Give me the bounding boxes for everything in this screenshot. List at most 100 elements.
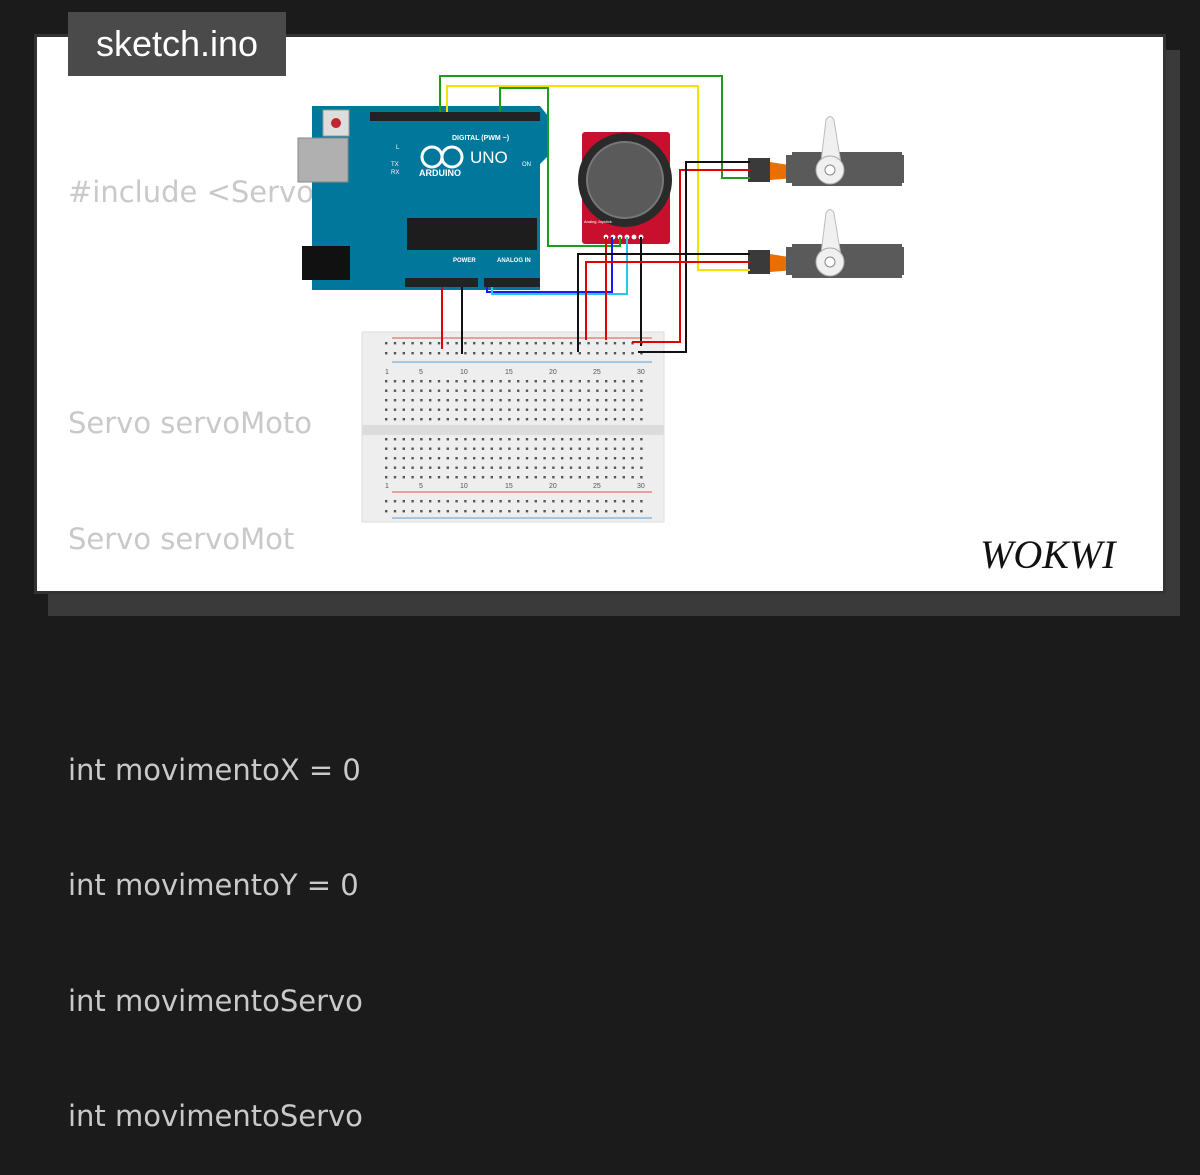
breadboard[interactable]: 1 5 10 15 20 25 30 1 5 10 15 20 25 30 [361,331,665,523]
breadboard-holes [385,342,643,513]
breadboard-hole [446,380,449,383]
breadboard-hole [385,408,388,411]
breadboard-hole [578,457,581,460]
breadboard-hole [525,389,529,392]
breadboard-hole [534,399,537,402]
servo-mount-tab [786,247,794,275]
bb-col-number: 30 [637,369,645,376]
breadboard-hole [490,389,493,392]
breadboard-hole [534,438,537,441]
breadboard-hole [569,399,573,402]
breadboard-hole [393,399,397,402]
breadboard-hole [473,466,476,469]
breadboard-hole [605,389,608,392]
breadboard-hole [490,447,493,450]
breadboard-hole [437,399,441,402]
breadboard-hole [499,438,502,441]
breadboard-hole [464,510,467,513]
breadboard-hole [446,457,449,460]
power-header [405,278,478,287]
breadboard-hole [490,418,493,421]
file-tab[interactable]: sketch.ino [68,12,286,76]
breadboard-hole [517,418,520,421]
breadboard-hole [525,380,529,383]
breadboard-hole [534,342,537,345]
breadboard-hole [543,466,546,469]
breadboard-hole [569,500,573,503]
breadboard-hole [543,380,546,383]
breadboard-hole [543,438,546,441]
breadboard-hole [517,408,520,411]
servo-mount-tab [786,155,794,183]
breadboard-hole [481,399,485,402]
breadboard-hole [613,500,617,503]
analog-header-label: ANALOG IN [497,258,531,264]
breadboard-hole [605,399,608,402]
breadboard-hole [631,510,634,513]
breadboard-hole [578,500,581,503]
breadboard-hole [446,399,449,402]
breadboard-hole [499,418,502,421]
power-jack [302,246,350,280]
breadboard-hole [385,500,388,503]
breadboard-hole [464,466,467,469]
breadboard-hole [455,352,458,355]
breadboard-hole [517,447,520,450]
breadboard-hole [561,418,564,421]
breadboard-hole [569,380,573,383]
servo-body [792,152,902,186]
analog-joystick[interactable]: Analog Joystick [578,132,672,244]
breadboard-hole [446,476,449,479]
breadboard-hole [622,457,625,460]
arduino-uno[interactable]: DIGITAL (PWM ~) UNO ARDUINO L TX RX ON P… [297,106,548,290]
breadboard-hole [385,476,388,479]
wire-green-servo1-signal [439,75,750,179]
breadboard-hole [481,408,485,411]
bb-col-number: 1 [385,483,389,490]
breadboard-hole [393,476,397,479]
servo-motor-1[interactable] [748,116,904,187]
breadboard-hole [446,418,449,421]
breadboard-hole [631,476,634,479]
breadboard-hole [455,457,458,460]
breadboard-hole [437,380,441,383]
breadboard-hole [534,476,537,479]
breadboard-hole [596,399,599,402]
breadboard-hole [490,457,493,460]
breadboard-hole [578,438,581,441]
breadboard-hole [640,438,643,441]
breadboard-hole [402,510,405,513]
breadboard-hole [587,500,590,503]
breadboard-hole [402,447,405,450]
breadboard-hole [393,342,397,345]
breadboard-hole [508,418,511,421]
wokwi-logo-text: WOKWI [980,532,1117,576]
breadboard-hole [622,500,625,503]
breadboard-hole [543,447,546,450]
breadboard-hole [640,457,643,460]
breadboard-hole [473,457,476,460]
breadboard-hole [499,342,502,345]
breadboard-center-gap [362,425,664,435]
breadboard-hole [605,380,608,383]
breadboard-hole [490,466,493,469]
breadboard-hole [631,438,634,441]
servo-motor-2[interactable] [748,209,904,279]
breadboard-hole [517,389,520,392]
breadboard-hole [473,510,476,513]
breadboard-hole [508,408,511,411]
breadboard-hole [420,500,423,503]
breadboard-hole [499,447,502,450]
breadboard-hole [525,342,529,345]
breadboard-hole [569,418,573,421]
breadboard-hole [561,466,564,469]
breadboard-hole [402,438,405,441]
breadboard-hole [420,438,423,441]
breadboard-hole [613,399,617,402]
joystick-knob[interactable] [586,141,664,219]
breadboard-hole [587,457,590,460]
breadboard-hole [464,389,467,392]
breadboard-hole [385,447,388,450]
breadboard-hole [613,380,617,383]
servo-connector [748,250,770,274]
